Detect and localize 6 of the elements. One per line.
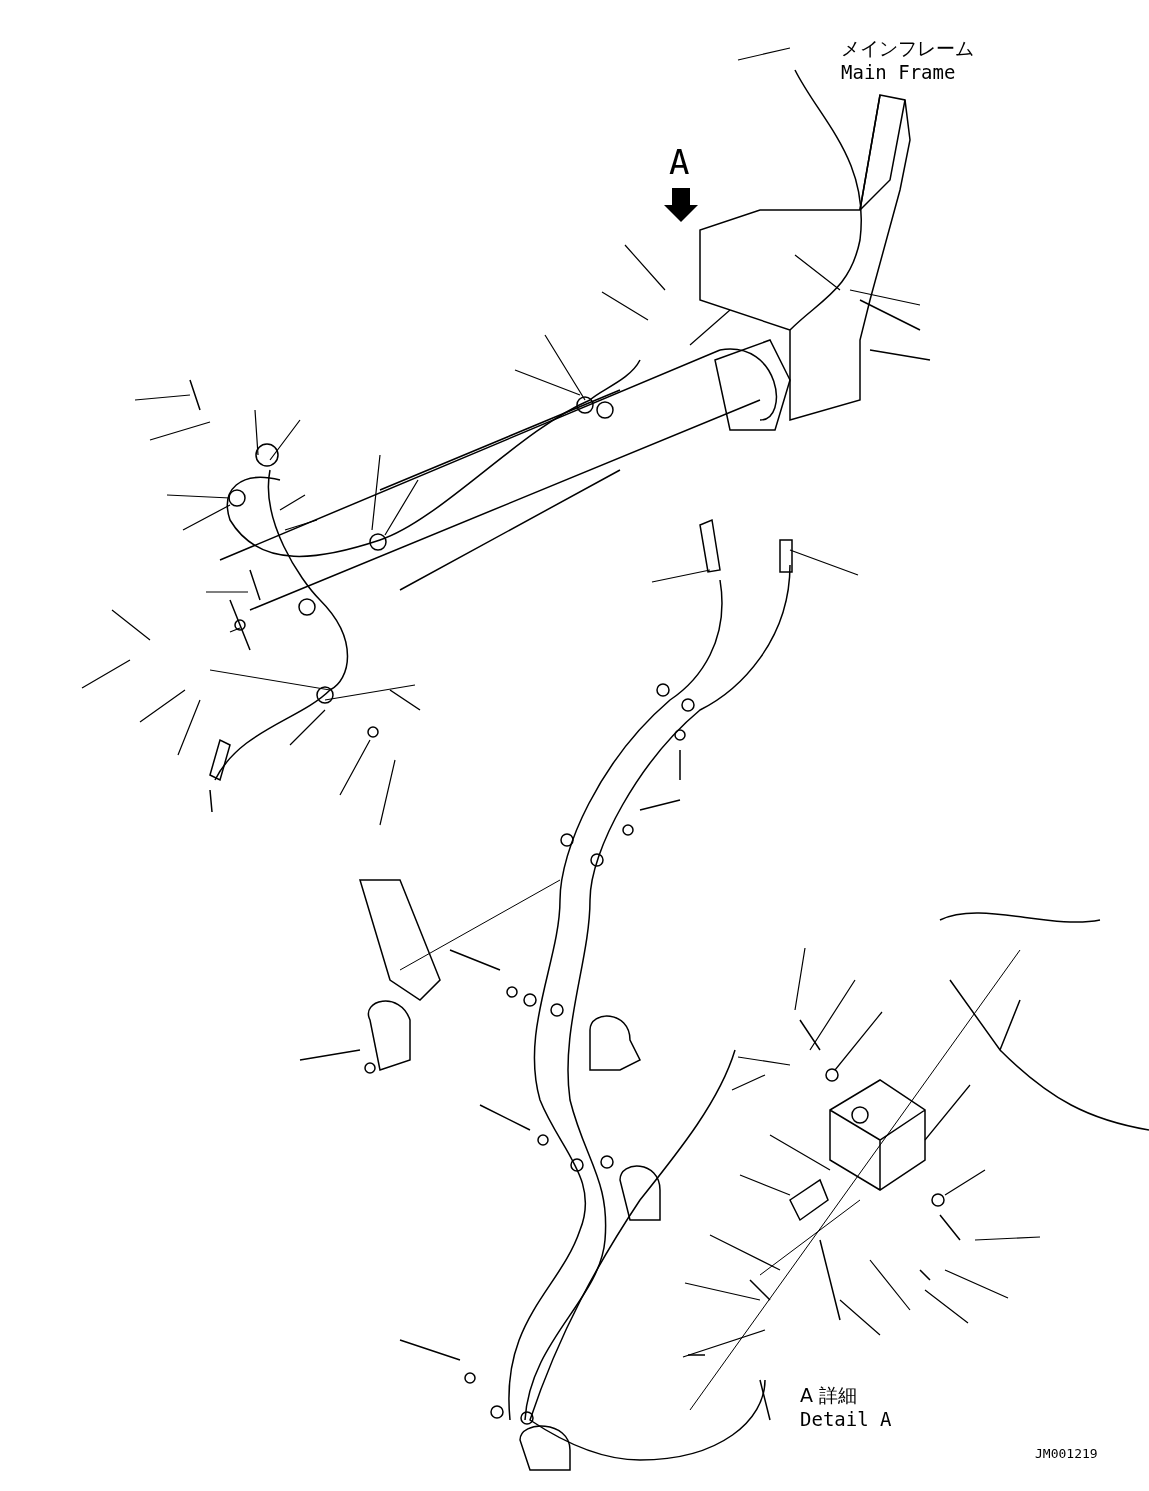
drawing-number: JM001219 xyxy=(1035,1447,1098,1460)
part-label: Detail A xyxy=(800,1410,892,1429)
view-letter: A xyxy=(669,145,690,179)
part-label: A 詳細 xyxy=(800,1386,858,1405)
part-label: メインフレーム xyxy=(841,39,974,58)
part-label: Main Frame xyxy=(841,63,956,82)
